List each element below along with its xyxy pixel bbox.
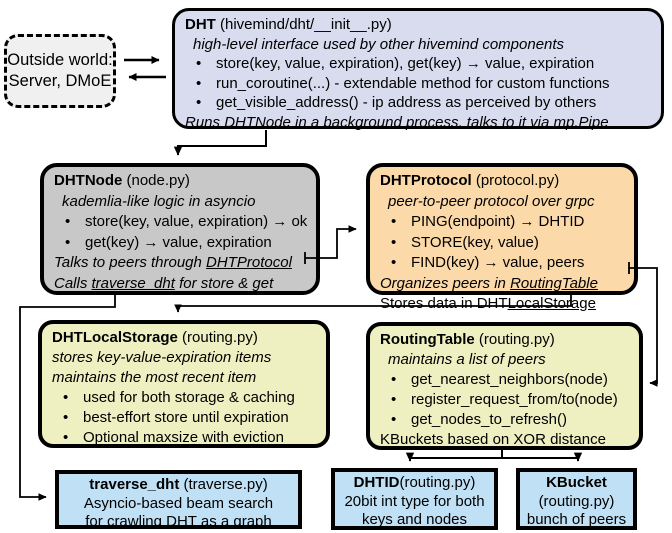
traverse-dht-title: traverse_dht (traverse.py) [59,476,298,495]
dht-footer-suffix: in a background process, talks to it via… [290,113,609,131]
traverse-dht-file-name: (traverse.py) [179,476,268,493]
dhtnode-file-name: (node.py) [122,172,190,189]
traverse-dht-box: traverse_dht (traverse.py) Asyncio-based… [55,470,302,530]
dhtnode-talks-line: Talks to peers through DHTProtocol [54,253,310,274]
routingtable-title: RoutingTable (routing.py) [380,330,633,350]
dhtprotocol-routingtable-ref: RoutingTable [510,274,598,292]
dht-footer-prefix: Runs [185,113,225,131]
dht-bullet-run-coroutine: run_coroutine(...) - extendable method f… [185,74,655,94]
traverse-dht-func-name: traverse_dht [89,476,180,493]
routingtable-box: RoutingTable (routing.py) maintains a li… [366,322,643,450]
dhtid-title: DHTID(routing.py) [335,474,494,493]
dhtprotocol-bullet-store: STORE(key, value) [380,233,628,254]
dhtnode-bullet-store: store(key, value, expiration) → ok [54,212,310,233]
dht-tagline: high-level interface used by other hivem… [193,35,565,53]
arrow-dht-to-dhtnode [173,130,267,156]
routingtable-footer: KBuckets based on XOR distance [380,431,606,448]
dhtnode-title: DHTNode (node.py) [54,171,310,192]
kbucket-line3: bunch of peers [526,511,627,528]
dht-bullet-get-visible-address: get_visible_address() - ip address as pe… [185,93,655,113]
routingtable-class-name: RoutingTable [380,331,475,348]
dhtprotocol-class-name: DHTProtocol [380,172,472,189]
dhtprotocol-bullet-find: FIND(key) → value, peers [380,253,628,274]
dhtnode-bullet-get: get(key) → value, expiration [54,233,310,254]
traverse-dht-line3: for crawling DHT as a graph [85,513,272,530]
dhtlocalstorage-bullet-maxsize: Optional maxsize with eviction [52,428,320,448]
dhtnode-calls-line: Calls traverse_dht for store & get [54,274,310,295]
kbucket-class-name: KBucket [546,474,607,491]
outside-world-line1: Outside world: [7,51,113,69]
outside-world-line2: Server, DMoE [8,72,112,90]
dhtnode-calls-prefix: Calls [54,274,92,292]
traverse-dht-line2: Asyncio-based beam search [83,494,274,512]
dht-bullet-store-get: store(key, value, expiration), get(key) … [185,54,655,74]
dht-title: DHT (hivemind/dht/__init__.py) [185,15,655,35]
kbucket-title: KBucket [520,474,633,493]
dhtnode-tagline: kademlia-like logic in asyncio [62,192,256,210]
dhtlocalstorage-tagline1: stores key-value-expiration items [52,349,272,366]
dhtid-class-name: DHTID [353,474,400,491]
dhtlocalstorage-box: DHTLocalStorage (routing.py) stores key-… [38,320,330,448]
dht-file-name: (hivemind/dht/__init__.py) [215,16,392,33]
dhtlocalstorage-title: DHTLocalStorage (routing.py) [52,328,320,348]
dhtprotocol-bullet-ping: PING(endpoint) → DHTID [380,212,628,233]
dhtprotocol-tagline: peer-to-peer protocol over grpc [388,192,595,210]
routingtable-bullet-refresh: get_nodes_to_refresh() [380,410,633,430]
dhtnode-talks-prefix: Talks to peers through [54,254,207,271]
dhtprotocol-stores-prefix: Stores data in DHT [380,295,508,312]
dhtid-file-name: (routing.py) [399,474,476,491]
dhtnode-box: DHTNode (node.py) kademlia-like logic in… [40,163,320,295]
dhtlocalstorage-class-name: DHTLocalStorage [52,329,178,346]
dhtnode-calls-suffix: for store & get [174,274,274,292]
dhtid-line3: keys and nodes [361,511,468,528]
dhtlocalstorage-file-name: (routing.py) [177,329,258,346]
dhtprotocol-stores-line: Stores data in DHTLocalStorage [380,294,628,315]
routingtable-bullet-register: register_request_from/to(node) [380,390,633,410]
dhtlocalstorage-bullet-caching: used for both storage & caching [52,388,320,408]
dhtid-box: DHTID(routing.py) 20bit int type for bot… [331,468,498,530]
kbucket-box: KBucket (routing.py) bunch of peers [516,468,637,530]
dhtnode-traverse-dht-ref: traverse_dht [91,274,175,292]
dhtprotocol-file-name: (protocol.py) [471,172,560,189]
dhtlocalstorage-bullet-besteffort: best-effort store until expiration [52,408,320,428]
routingtable-bullet-nearest: get_nearest_neighbors(node) [380,370,633,390]
dhtprotocol-box: DHTProtocol (protocol.py) peer-to-peer p… [366,163,638,312]
dht-class-name: DHT [185,16,216,33]
dhtprotocol-organizes-prefix: Organizes peers in [380,274,511,292]
dhtnode-dhtprotocol-ref: DHTProtocol [206,254,292,271]
dhtprotocol-title: DHTProtocol (protocol.py) [380,171,628,192]
routingtable-file-name: (routing.py) [474,331,555,348]
dhtid-line2: 20bit int type for both [344,492,485,510]
dht-footer-dhtnode-ref: DHTNode [224,113,291,131]
dhtlocalstorage-tagline2: maintains the most recent item [52,369,257,386]
dhtprotocol-organizes-line: Organizes peers in RoutingTable [380,274,628,295]
kbucket-file-name: (routing.py) [538,492,615,510]
dht-box: DHT (hivemind/dht/__init__.py) high-leve… [172,8,664,131]
dhtprotocol-localstorage-ref: LocalStorage [507,295,596,312]
dhtnode-class-name: DHTNode [54,172,123,189]
dht-footer: Runs DHTNode in a background process, ta… [185,113,655,133]
outside-world-box: Outside world: Server, DMoE [4,34,116,108]
routingtable-tagline: maintains a list of peers [388,351,546,368]
